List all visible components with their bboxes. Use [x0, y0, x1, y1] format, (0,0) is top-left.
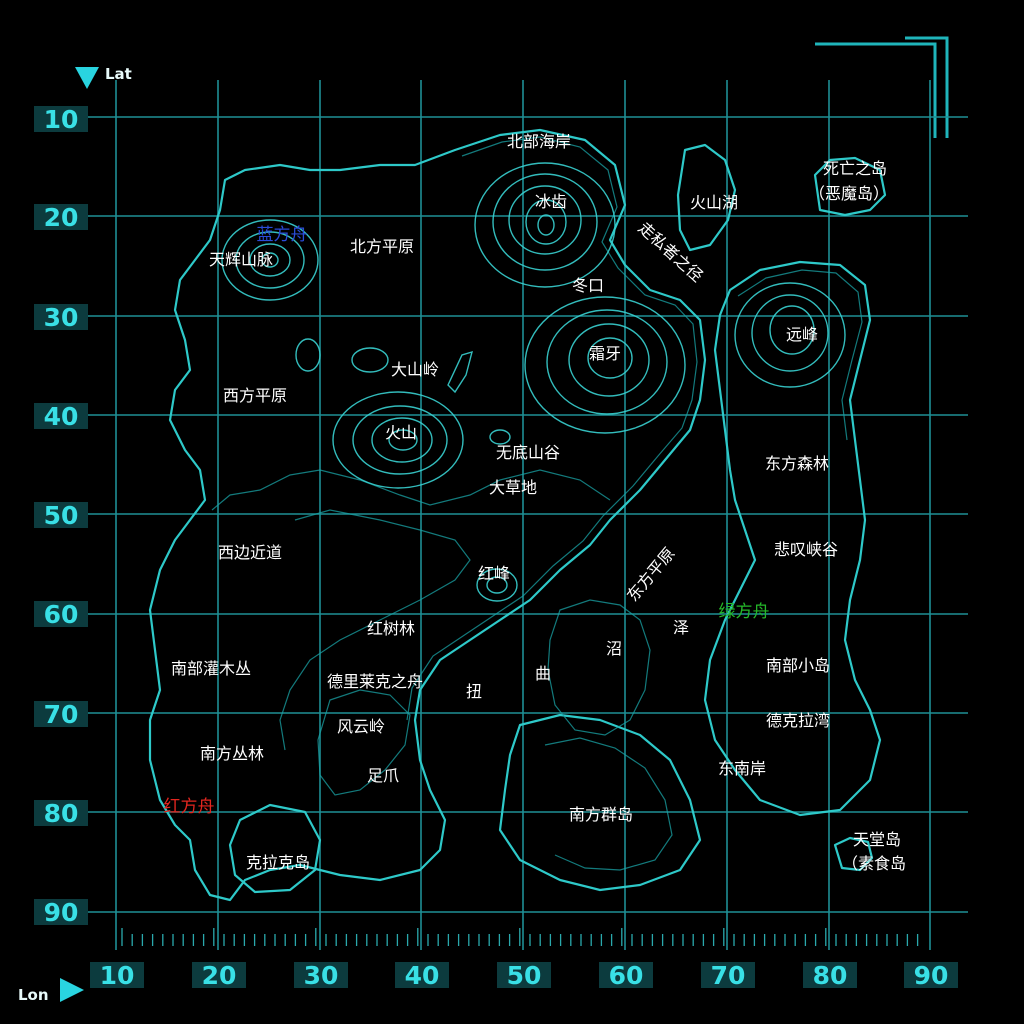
ark-blue: 蓝方舟 — [257, 225, 308, 245]
lon-label: 10 — [100, 961, 135, 990]
lat-arrow-icon — [75, 67, 99, 89]
ark-red: 红方舟 — [164, 797, 215, 817]
place-sorrow-canyon: 悲叹峡谷 — [774, 540, 838, 559]
lat-label: 70 — [44, 700, 79, 729]
place-north-coast: 北部海岸 — [507, 132, 571, 151]
place-west-plains: 西方平原 — [223, 386, 287, 405]
place-winter-pass: 冬口 — [572, 276, 604, 295]
lon-label: 60 — [609, 961, 644, 990]
lat-axis-title: Lat — [105, 65, 132, 83]
place-north-plains: 北方平原 — [350, 237, 414, 256]
lon-arrow-icon — [60, 978, 84, 1002]
place-twisted-swamp-char: 扭 — [466, 682, 482, 701]
lon-label: 70 — [711, 961, 746, 990]
corner-frame — [815, 36, 949, 138]
place-twisted-swamp-char: 泽 — [673, 618, 689, 637]
place-south-jungle: 南方丛林 — [200, 744, 264, 763]
lon-label: 20 — [202, 961, 237, 990]
place-twisted-swamp-char: 沼 — [606, 639, 622, 658]
lat-label: 20 — [44, 203, 79, 232]
place-paradise-island: 天堂岛 — [853, 830, 901, 849]
lon-tick-ruler — [121, 928, 919, 946]
place-frost-fang: 霜牙 — [589, 344, 621, 363]
lat-label: 80 — [44, 799, 79, 828]
place-death-island: 死亡之岛 — [823, 159, 887, 178]
lat-label: 40 — [44, 402, 79, 431]
place-far-peak: 远峰 — [786, 325, 818, 344]
place-great-ridge: 大山岭 — [391, 360, 439, 379]
place-south-islands: 南方群岛 — [569, 805, 633, 824]
place-mangrove: 红树林 — [367, 619, 415, 638]
coastlines — [148, 128, 887, 902]
lon-label: 50 — [507, 961, 542, 990]
lon-label: 90 — [914, 961, 949, 990]
place-paradise-island-alias: （素食岛 — [842, 854, 906, 873]
place-claw: 足爪 — [367, 766, 399, 785]
lon-axis-title: Lon — [18, 986, 49, 1004]
place-smugglers-way: 走私者之径 — [635, 218, 707, 286]
place-derek-ark: 德里莱克之舟 — [327, 672, 423, 691]
lat-label: 50 — [44, 501, 79, 530]
place-krakow-island: 克拉克岛 — [246, 853, 310, 872]
place-south-shrub: 南部灌木丛 — [171, 659, 251, 678]
lat-axis: Lat 10 20 30 40 50 60 70 80 90 — [34, 65, 132, 927]
place-death-island-alias: （恶魔岛） — [809, 184, 889, 203]
lat-label: 30 — [44, 303, 79, 332]
place-great-grassland: 大草地 — [489, 478, 537, 497]
lon-label: 80 — [813, 961, 848, 990]
place-east-plains: 东方平原 — [623, 544, 679, 605]
lon-label: 40 — [405, 961, 440, 990]
place-west-path: 西边近道 — [218, 543, 282, 562]
place-volcano: 火山 — [385, 423, 417, 442]
place-ice-tooth: 冰齿 — [535, 192, 567, 211]
lat-label: 10 — [44, 105, 79, 134]
ark-green: 绿方舟 — [719, 602, 770, 622]
lat-label: 60 — [44, 600, 79, 629]
lat-label: 90 — [44, 898, 79, 927]
place-twisted-swamp-char: 曲 — [535, 664, 551, 683]
place-labels: 北部海岸 冰齿 火山湖 死亡之岛 （恶魔岛） 蓝方舟 天辉山脉 北方平原 走私者… — [164, 132, 907, 873]
lon-label: 30 — [304, 961, 339, 990]
place-derek-bay: 德克拉湾 — [766, 711, 830, 730]
place-red-peak: 红峰 — [478, 564, 510, 583]
place-bottomless-valley: 无底山谷 — [496, 443, 560, 462]
place-storm-ridge: 风云岭 — [337, 717, 385, 736]
place-volcano-lake: 火山湖 — [690, 193, 738, 212]
lon-axis: Lon 10 20 30 40 50 60 70 80 90 — [18, 961, 958, 1004]
place-east-forest: 东方森林 — [765, 454, 829, 473]
place-southeast-coast: 东南岸 — [718, 759, 766, 778]
place-sky-range: 天辉山脉 — [209, 250, 273, 269]
place-south-isle: 南部小岛 — [766, 656, 830, 675]
grid — [88, 80, 968, 950]
contours — [221, 162, 846, 602]
